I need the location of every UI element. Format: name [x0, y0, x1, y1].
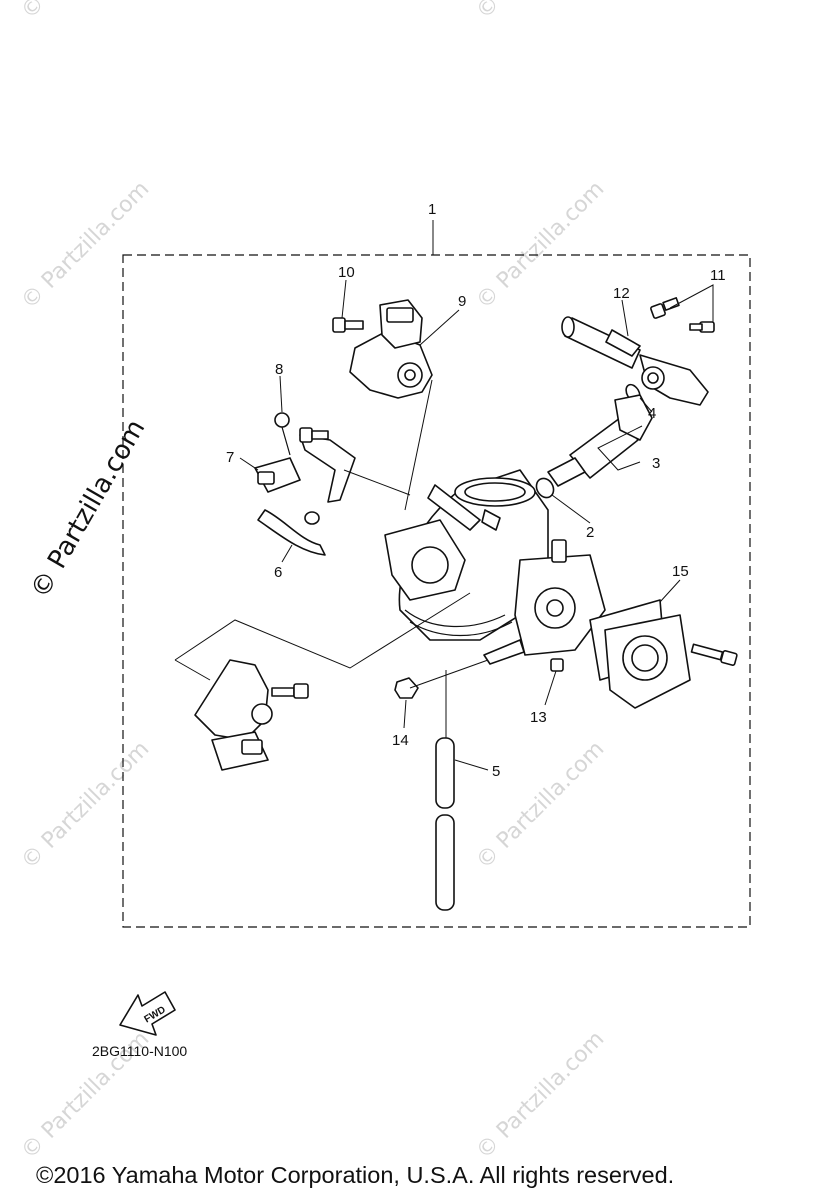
callout-13: 13 [530, 709, 547, 726]
leader-line [659, 579, 681, 603]
pipe-5 [435, 737, 455, 911]
screw-11b [689, 321, 715, 333]
leader-line [454, 759, 489, 771]
throttle-cover [589, 599, 691, 709]
callout-5: 5 [492, 763, 500, 780]
watermark-text: © Partzilla.com [472, 1027, 610, 1165]
callout-12: 12 [613, 285, 630, 302]
callout-2: 2 [586, 524, 594, 541]
leader-line [551, 494, 591, 524]
leader-line [341, 279, 347, 319]
leader-line [419, 309, 460, 346]
watermark-text: © Partzilla.com [472, 737, 610, 875]
side-watermark: © Partzilla.com [25, 415, 151, 604]
bracket [299, 427, 356, 525]
fuel-injector [547, 394, 653, 487]
callout-15: 15 [672, 563, 689, 580]
copyright-notice: ©2016 Yamaha Motor Corporation, U.S.A. A… [36, 1162, 675, 1188]
callouts: 1 2 3 4 5 6 7 8 9 10 11 12 13 14 15 [226, 201, 726, 780]
nut-14 [394, 677, 419, 699]
assembly-link [409, 659, 489, 689]
nut-13 [550, 658, 564, 672]
callout-7: 7 [226, 449, 234, 466]
intake-air-temperature-sensor [254, 457, 301, 493]
diagram-code: 2BG1110-N100 [92, 1043, 188, 1059]
throttle-position-sensor [349, 299, 433, 399]
forward-arrow-icon: FWD [119, 991, 176, 1036]
callout-8: 8 [275, 361, 283, 378]
fuel-rail [561, 316, 709, 406]
leader-line [544, 670, 557, 706]
watermark-text: © Partzilla.com [472, 0, 610, 24]
screw-15 [690, 643, 738, 666]
callout-10: 10 [338, 264, 355, 281]
callout-3: 3 [652, 455, 660, 472]
watermark-text: © Partzilla.com [17, 0, 155, 24]
throttle-body [384, 469, 606, 665]
hose-6 [257, 509, 326, 556]
assembly-link [174, 592, 471, 669]
screw-11a [650, 297, 680, 319]
screw-10 [332, 317, 364, 333]
leader-line [239, 457, 259, 471]
leader-line [279, 375, 283, 413]
assembly-link [174, 659, 211, 681]
assembly-link [404, 379, 433, 511]
watermark-text: © Partzilla.com [17, 177, 155, 315]
leader-line [281, 544, 293, 563]
watermark-text: © Partzilla.com [472, 177, 610, 315]
assembly-boundary [122, 254, 751, 928]
seal-2 [535, 477, 555, 499]
callout-14: 14 [392, 732, 409, 749]
callout-9: 9 [458, 293, 466, 310]
watermark-text: © Partzilla.com [17, 737, 155, 875]
leader-line [403, 699, 407, 729]
callout-6: 6 [274, 564, 282, 581]
callout-1: 1 [428, 201, 436, 218]
leader-line [669, 284, 714, 322]
lower-sensor [194, 659, 309, 771]
leader-line [639, 397, 653, 413]
callout-4: 4 [648, 405, 656, 422]
assembly-link [343, 469, 411, 496]
leader-line [621, 299, 629, 337]
callout-11: 11 [710, 267, 726, 284]
screw-8 [274, 412, 291, 456]
leader-line [597, 425, 643, 471]
